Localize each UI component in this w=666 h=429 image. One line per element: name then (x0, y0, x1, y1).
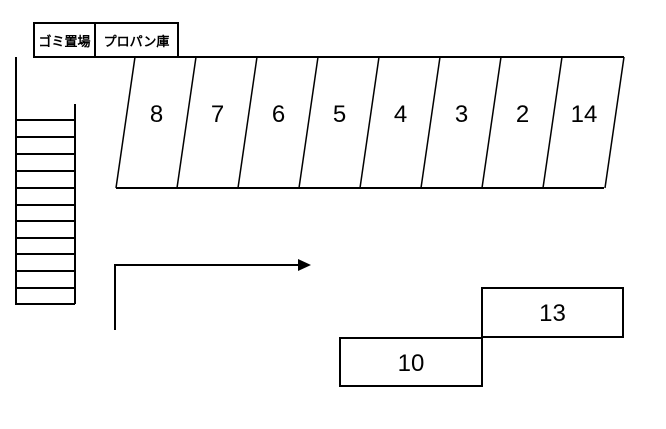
arrow-head-icon (298, 259, 311, 271)
stall-divider (542, 56, 563, 189)
propane-storage-label: プロパン庫 (104, 34, 170, 50)
space-number-10: 10 (398, 350, 425, 377)
stall-divider (359, 56, 380, 189)
propane-storage-box: プロパン庫 (94, 22, 179, 58)
space-number-2: 2 (516, 101, 529, 128)
stall-divider (298, 56, 319, 189)
garbage-storage-label: ゴミ置場 (38, 34, 90, 50)
stall-divider (237, 56, 258, 189)
stall-divider (176, 56, 197, 189)
stall-divider (420, 56, 441, 189)
parking-space-13: 13 (481, 287, 624, 338)
space-number-4: 4 (394, 101, 407, 128)
staircase (16, 104, 76, 305)
stall-divider (115, 56, 136, 189)
stall-divider (604, 56, 625, 189)
space-number-13: 13 (539, 300, 566, 327)
space-number-8: 8 (150, 101, 163, 128)
space-number-14: 14 (571, 101, 598, 128)
garbage-storage-box: ゴミ置場 (33, 22, 96, 58)
direction-arrow (114, 259, 311, 330)
space-number-5: 5 (333, 101, 346, 128)
parking-space-10: 10 (339, 337, 483, 387)
space-number-7: 7 (211, 101, 224, 128)
space-number-3: 3 (455, 101, 468, 128)
stall-divider (481, 56, 502, 189)
space-number-6: 6 (272, 101, 285, 128)
parking-row: 8 7 6 5 4 3 2 14 (115, 56, 625, 189)
